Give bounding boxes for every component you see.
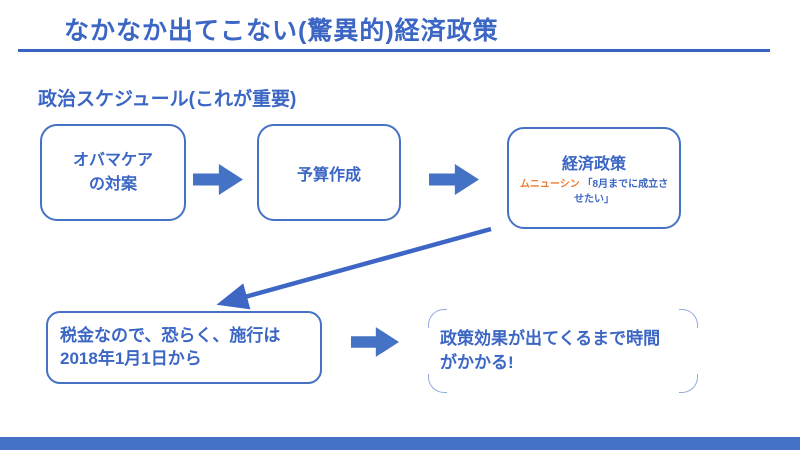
flow-box-obamacare-line2: の対案 xyxy=(88,175,137,193)
flow-box-economic-policy-title: 経済政策 xyxy=(561,155,626,173)
flow-box-economic-policy: 経済政策 ムニューシン 「8月までに成立させたい」 xyxy=(507,127,681,229)
diagonal-down-left-arrow-icon xyxy=(216,226,492,310)
slide-title: なかなか出てこない(驚異的)経済政策 xyxy=(64,17,499,45)
note-quote: 「8月までに成立させたい」 xyxy=(574,178,669,205)
flow-box-budget: 予算作成 xyxy=(257,124,401,221)
flow-box-tax-enforcement: 税金なので、恐らく、施行は2018年1月1日から xyxy=(46,311,322,384)
note-speaker: ムニューシン xyxy=(519,178,580,190)
corner-decoration xyxy=(428,309,447,328)
bottom-accent-bar xyxy=(0,437,800,450)
corner-decoration xyxy=(428,374,447,393)
title-underline xyxy=(18,49,770,52)
flow-box-economic-policy-note: ムニューシン 「8月までに成立させたい」 xyxy=(515,177,673,207)
right-arrow-icon xyxy=(429,163,479,196)
flow-box-policy-effect-label: 政策効果が出てくるまで時間がかかる! xyxy=(440,329,661,372)
right-arrow-icon xyxy=(351,327,399,357)
flow-box-obamacare: オバマケア の対案 xyxy=(40,124,186,221)
flow-box-policy-effect: 政策効果が出てくるまで時間がかかる! xyxy=(428,309,698,393)
corner-decoration xyxy=(679,374,698,393)
slide-subtitle: 政治スケジュール(これが重要) xyxy=(38,89,297,110)
flow-box-obamacare-line1: オバマケア xyxy=(72,152,153,170)
corner-decoration xyxy=(679,309,698,328)
flow-box-budget-label: 予算作成 xyxy=(296,166,361,184)
flow-box-tax-enforcement-label: 税金なので、恐らく、施行は2018年1月1日から xyxy=(60,325,281,368)
right-arrow-icon xyxy=(193,163,243,196)
